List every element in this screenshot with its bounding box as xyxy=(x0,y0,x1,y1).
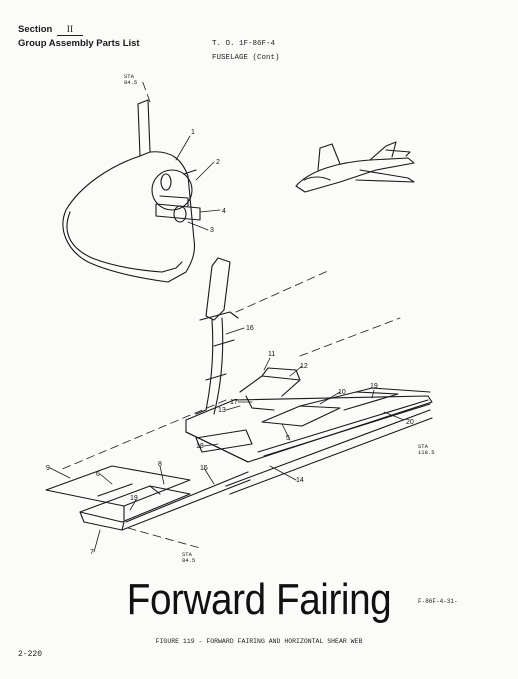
callout-15: 15 xyxy=(200,465,208,472)
list-title: Group Assembly Parts List xyxy=(18,38,140,49)
callout-18: 18 xyxy=(196,443,204,450)
callout-14: 14 xyxy=(296,477,304,484)
callout-6: 6 xyxy=(96,471,100,478)
station-value: 84.5 xyxy=(124,79,137,86)
callout-13: 13 xyxy=(218,407,226,414)
page-number: 2-220 xyxy=(18,650,43,659)
callout-4: 4 xyxy=(222,208,226,215)
callout-11: 11 xyxy=(268,351,275,358)
drawing-number: F-86F-4-31- xyxy=(418,598,458,605)
callout-19: 19 xyxy=(130,495,138,502)
callout-7: 7 xyxy=(90,549,94,556)
callout-10: 10 xyxy=(338,389,346,396)
section-heading: Section II xyxy=(18,24,83,36)
callout-2: 2 xyxy=(216,159,220,166)
callout-20: 20 xyxy=(406,419,414,426)
callout-17: 17 xyxy=(230,399,238,406)
callout-19: 19 xyxy=(370,383,378,390)
horizontal-shear-web xyxy=(185,367,433,463)
station-value: 118.5 xyxy=(418,449,435,456)
station-label: STA xyxy=(124,73,135,80)
callout-1: 1 xyxy=(191,129,195,136)
leader-lines xyxy=(49,135,405,553)
vertical-bulkhead xyxy=(195,257,239,415)
centerlines xyxy=(59,79,401,549)
overlay-title: Forward Fairing xyxy=(126,575,392,624)
station-label: STA xyxy=(418,443,429,450)
tech-order-number: T. O. 1F-86F-4 xyxy=(212,40,276,48)
station-label: STA xyxy=(182,551,193,558)
callout-12: 12 xyxy=(300,363,308,370)
station-value: 84.5 xyxy=(182,557,195,564)
callout-5: 5 xyxy=(286,435,290,442)
subsection-title: FUSELAGE (Cont) xyxy=(212,54,280,62)
section-number: II xyxy=(56,25,83,36)
callout-16: 16 xyxy=(246,325,254,332)
lower-channel-assembly xyxy=(45,409,433,531)
section-label: Section xyxy=(18,24,53,35)
aircraft-illustration xyxy=(295,141,415,193)
figure-caption: FIGURE 119 - FORWARD FAIRING AND HORIZON… xyxy=(155,638,363,645)
callout-8: 8 xyxy=(158,461,162,468)
callout-9: 9 xyxy=(46,465,50,472)
forward-fairing-upper xyxy=(62,99,201,283)
callout-3: 3 xyxy=(210,227,214,234)
